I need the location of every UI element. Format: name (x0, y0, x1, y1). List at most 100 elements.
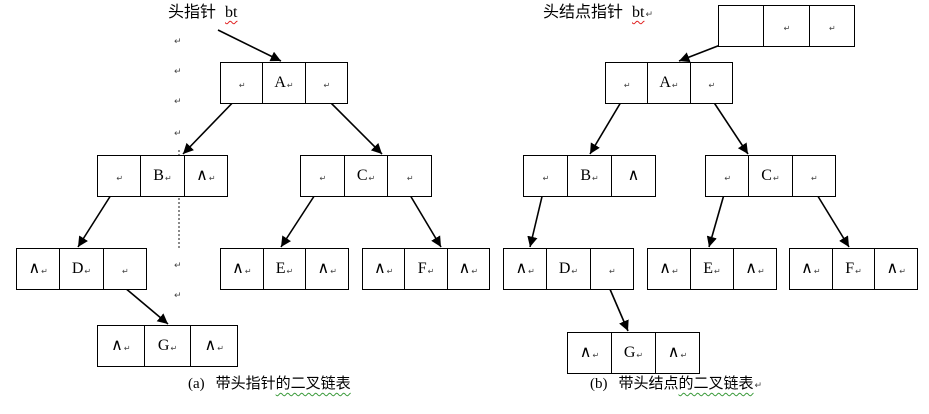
rchild-cell: ∧↵ (190, 326, 237, 366)
paragraph-mark: ↵ (84, 267, 92, 276)
null-pointer: ∧ (515, 260, 528, 277)
paragraph-mark: ↵ (813, 267, 821, 276)
lchild-cell: ↵ (301, 156, 344, 196)
null-pointer: ∧ (28, 260, 41, 277)
node-value: B (153, 167, 164, 184)
rchild-cell: ∧↵ (874, 249, 917, 289)
node-value: F (417, 260, 427, 277)
node-value: G (157, 337, 170, 354)
null-pointer: ∧ (627, 167, 640, 184)
lchild-cell (719, 6, 763, 46)
rchild-cell: ∧↵ (655, 333, 699, 373)
paragraph-mark: ↵ (772, 174, 780, 183)
arrow-head-pointer-to-a (217, 29, 282, 62)
null-pointer: ∧ (801, 260, 813, 277)
node-g: ∧↵ G↵ ∧↵ (97, 325, 238, 367)
data-cell: C↵ (748, 156, 791, 196)
head-pointer-label-text: 头指针 (168, 2, 217, 21)
node-value: E (275, 260, 286, 277)
caption-text-underlined: 的二叉链表 (275, 374, 351, 392)
paragraph-mark: ↵ (592, 351, 600, 360)
paragraph-mark: ↵ (754, 381, 763, 391)
lchild-cell: ↵ (524, 156, 567, 196)
data-cell: E↵ (262, 249, 306, 289)
paragraph-mark: ↵ (121, 267, 129, 276)
node-value: C (761, 167, 772, 184)
paragraph-mark: ↵ (174, 261, 182, 271)
data-cell: D↵ (546, 249, 589, 289)
rchild-cell: ∧↵ (305, 249, 348, 289)
null-pointer: ∧ (204, 337, 217, 354)
null-pointer: ∧ (373, 260, 386, 277)
node-value: A (659, 74, 671, 91)
rchild-cell: ↵ (589, 249, 633, 289)
null-pointer: ∧ (886, 260, 899, 277)
rchild-cell: ↵ (791, 156, 835, 196)
rchild-cell: ↵ (387, 156, 431, 196)
paragraph-mark: ↵ (368, 174, 376, 183)
paragraph-mark: ↵ (708, 81, 716, 90)
data-cell: D↵ (59, 249, 102, 289)
node-value: D (71, 260, 84, 277)
paragraph-mark: ↵ (671, 81, 679, 90)
node-value: D (558, 260, 571, 277)
paragraph-mark: ↵ (724, 174, 732, 183)
paragraph-mark: ↵ (41, 267, 48, 276)
lchild-cell: ↵ (606, 63, 647, 103)
caption-text-underlined: 的二叉链表 (678, 374, 754, 392)
caption-b: (b)带头结点的二叉链表↵ (590, 373, 762, 394)
paragraph-mark: ↵ (855, 267, 862, 276)
paragraph-mark: ↵ (174, 37, 182, 47)
data-cell: G↵ (143, 326, 191, 366)
paragraph-mark: ↵ (170, 344, 178, 353)
lchild-cell: ∧↵ (98, 326, 144, 366)
head-node: ↵ ↵ (718, 5, 855, 47)
data-cell: B↵ (140, 156, 183, 196)
head-node-label-text: 头结点指针 (543, 2, 624, 21)
paragraph-mark: ↵ (164, 174, 172, 183)
rchild-cell: ↵ (304, 63, 347, 103)
data-cell: G↵ (611, 333, 655, 373)
node-c: ↵ C↵ ↵ (705, 155, 836, 197)
node-value: F (845, 260, 855, 277)
rchild-cell: ∧↵ (183, 156, 227, 196)
paragraph-mark: ↵ (286, 267, 294, 276)
paragraph-mark: ↵ (116, 174, 124, 183)
paragraph-mark: ↵ (427, 267, 435, 276)
paragraph-mark: ↵ (286, 81, 294, 90)
data-cell: C↵ (343, 156, 388, 196)
node-g: ∧↵ G↵ ∧↵ (567, 332, 700, 374)
null-pointer: ∧ (111, 337, 123, 354)
head-node-variable: bt (632, 4, 645, 21)
paragraph-mark: ↵ (174, 97, 182, 107)
paragraph-mark: ↵ (680, 351, 688, 360)
node-c: ↵ C↵ ↵ (300, 155, 432, 197)
rchild-cell: ∧↵ (733, 249, 776, 289)
paragraph-mark: ↵ (174, 67, 182, 77)
rchild-cell: ↵ (808, 6, 854, 46)
paragraph-mark: ↵ (758, 267, 765, 276)
paragraph-mark: ↵ (238, 81, 246, 90)
rchild-cell: ↵ (689, 63, 732, 103)
lchild-cell: ∧↵ (648, 249, 690, 289)
node-value: C (356, 167, 368, 184)
arrow-a-to-c (321, 93, 383, 155)
paragraph-mark: ↵ (174, 291, 182, 301)
null-pointer: ∧ (667, 344, 680, 361)
paragraph-mark: ↵ (636, 351, 644, 360)
null-pointer: ∧ (232, 260, 244, 277)
node-value: G (623, 344, 636, 361)
data-cell: A↵ (262, 63, 304, 103)
paragraph-mark: ↵ (828, 24, 836, 33)
paragraph-mark: ↵ (319, 174, 327, 183)
lchild-cell: ∧↵ (568, 333, 611, 373)
head-pointer-variable: bt (225, 4, 238, 21)
paragraph-mark: ↵ (623, 81, 631, 90)
caption-a: (a)带头指针的二叉链表 (188, 373, 351, 394)
caption-tag: (b) (590, 376, 608, 392)
rchild-cell: ∧↵ (446, 249, 489, 289)
node-value: E (703, 260, 714, 277)
null-pointer: ∧ (196, 167, 208, 184)
lchild-cell: ∧↵ (504, 249, 546, 289)
